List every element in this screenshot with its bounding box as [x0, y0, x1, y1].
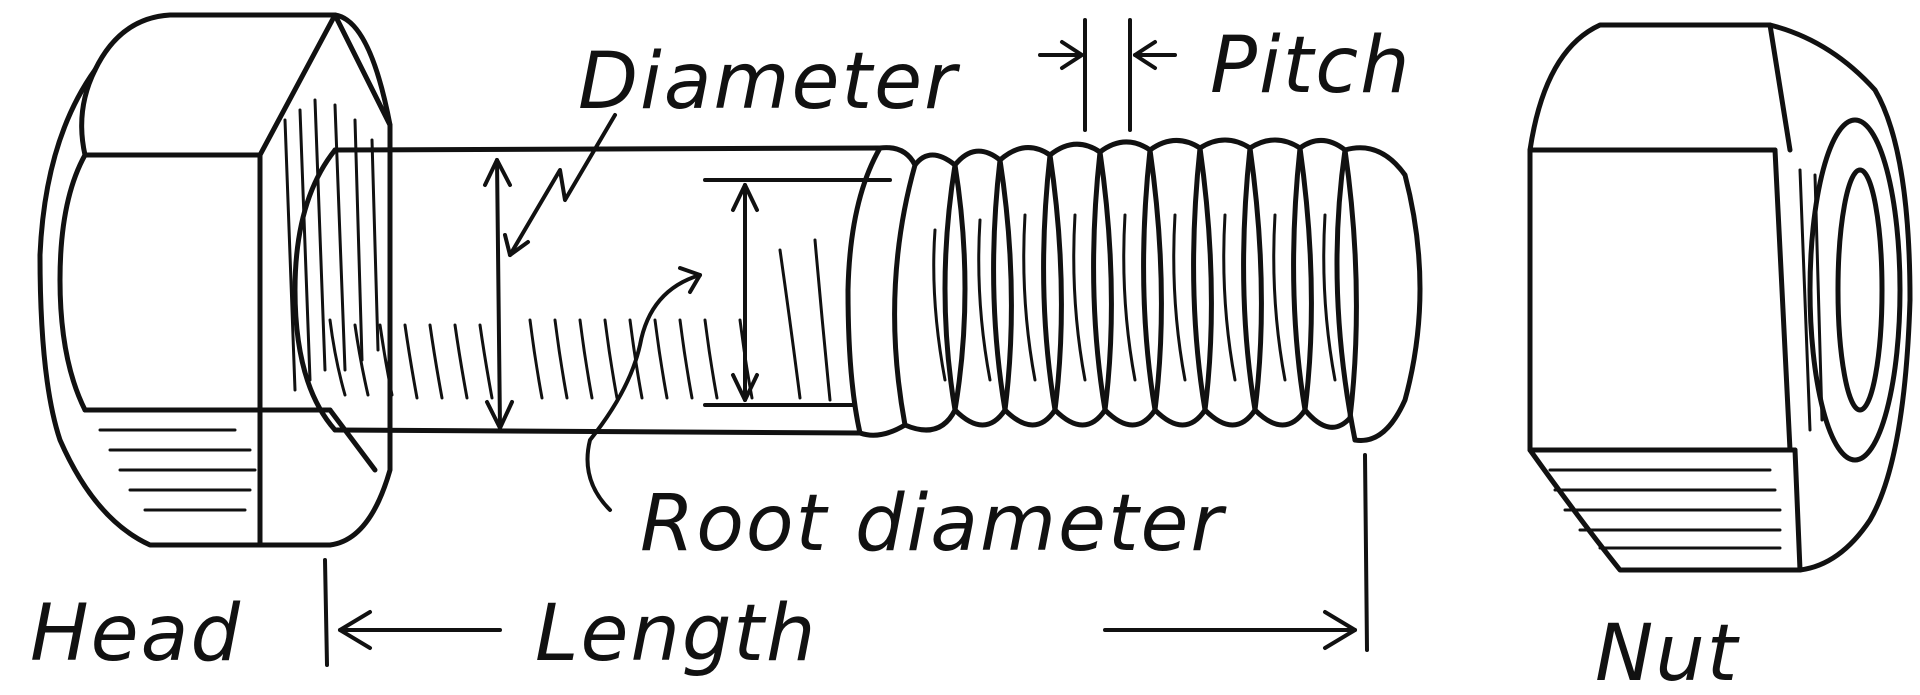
bolt-shank: [292, 145, 883, 436]
root-diameter-leader: [585, 266, 702, 512]
pitch-label: Pitch: [1210, 21, 1412, 111]
length-dimension: [323, 453, 1369, 667]
diameter-label: Diameter: [578, 37, 961, 127]
bolt-threads: [857, 137, 1423, 443]
bolt-head-shading: [98, 98, 380, 512]
length-label: Length: [535, 589, 817, 679]
pitch-dimension: [1038, 18, 1177, 132]
thread-shading: [932, 213, 1337, 382]
head-label: Head: [30, 589, 242, 679]
nut: [1527, 22, 1913, 573]
diameter-dimension: [483, 158, 514, 430]
nut-shading: [1548, 168, 1824, 550]
root-diameter-dimension: [703, 178, 892, 407]
bolt-head: [37, 12, 393, 548]
diameter-leader: [503, 113, 617, 257]
shank-shading: [328, 238, 832, 402]
root-diameter-label: Root diameter: [640, 479, 1228, 569]
nut-label: Nut: [1595, 609, 1740, 695]
